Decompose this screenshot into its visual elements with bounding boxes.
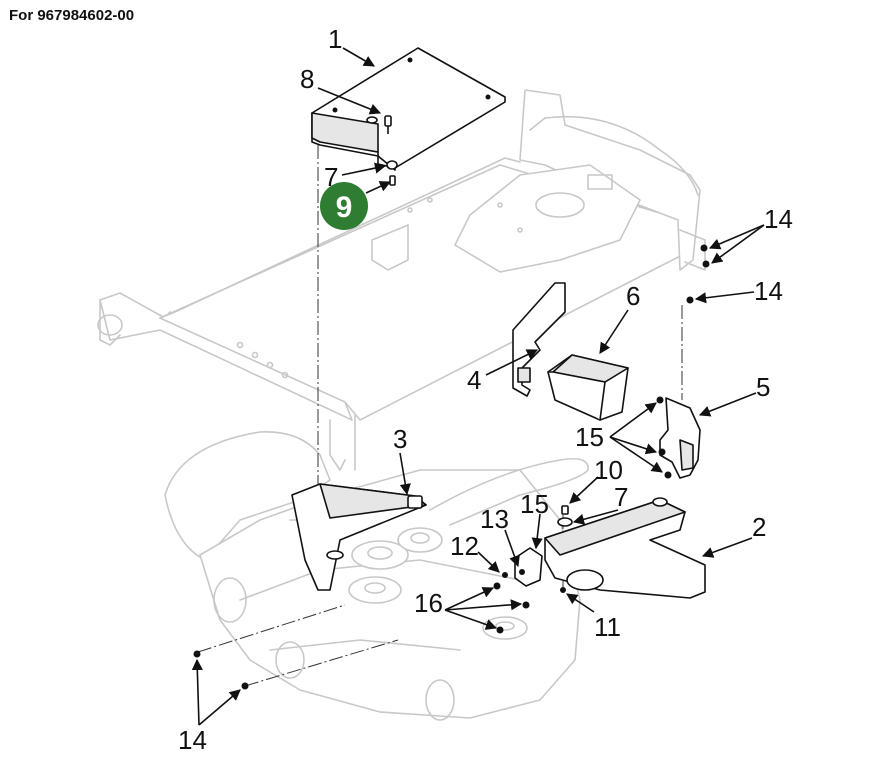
washer-7[interactable]: [386, 160, 398, 170]
bolt-10[interactable]: [561, 505, 569, 515]
part-2-idler-arm[interactable]: [544, 497, 706, 599]
callout-8: 8: [300, 64, 314, 94]
callout-1: 1: [328, 24, 342, 54]
callout-7: 7: [614, 482, 628, 512]
bolts-14-left[interactable]: [193, 650, 249, 690]
screw-8[interactable]: [384, 115, 392, 134]
bolt-11[interactable]: [560, 587, 566, 593]
spacer-7[interactable]: [557, 517, 573, 527]
callout-11: 11: [594, 612, 621, 642]
callout-13: 13: [480, 504, 509, 534]
callout-15: 15: [575, 422, 604, 452]
callout-5: 5: [756, 372, 770, 402]
part-3-idler-arm[interactable]: [291, 483, 427, 591]
callout-14: 14: [754, 276, 783, 306]
deck-pulleys: [348, 527, 528, 640]
callout-14: 14: [764, 204, 793, 234]
callout-10: 10: [594, 455, 623, 485]
callout-16: 16: [414, 588, 443, 618]
callout-6: 6: [626, 281, 640, 311]
callout-12: 12: [450, 531, 479, 561]
callout-2: 2: [752, 512, 766, 542]
part-1-cover-plate[interactable]: [311, 47, 506, 171]
part-number-header: For 967984602-00: [9, 7, 135, 24]
callout-3: 3: [393, 424, 407, 454]
fasteners-15-right[interactable]: [656, 396, 672, 479]
screw-9[interactable]: [389, 175, 396, 186]
alignment-lines: [197, 145, 683, 687]
mower-deck-ghost: [164, 431, 589, 721]
part-6-cover[interactable]: [547, 354, 629, 421]
leader-lines: [191, 47, 765, 726]
nuts-16[interactable]: [493, 582, 530, 634]
fasteners-14-right[interactable]: [686, 244, 710, 304]
badge-label: 9: [336, 191, 353, 224]
highlight-badge-9[interactable]: 9: [320, 182, 368, 230]
frame-holes: [236, 197, 523, 379]
callout-14: 14: [178, 725, 207, 755]
callout-labels: 1 8 7 14 14 6 4 5 15 3 10 15 7 13 2 12 1…: [178, 24, 793, 755]
part-5-side-bracket[interactable]: [659, 397, 701, 479]
pivot-13-15[interactable]: [502, 547, 543, 587]
mower-frame-ghost: [97, 89, 706, 471]
callout-4: 4: [467, 365, 481, 395]
callout-15: 15: [520, 489, 549, 519]
